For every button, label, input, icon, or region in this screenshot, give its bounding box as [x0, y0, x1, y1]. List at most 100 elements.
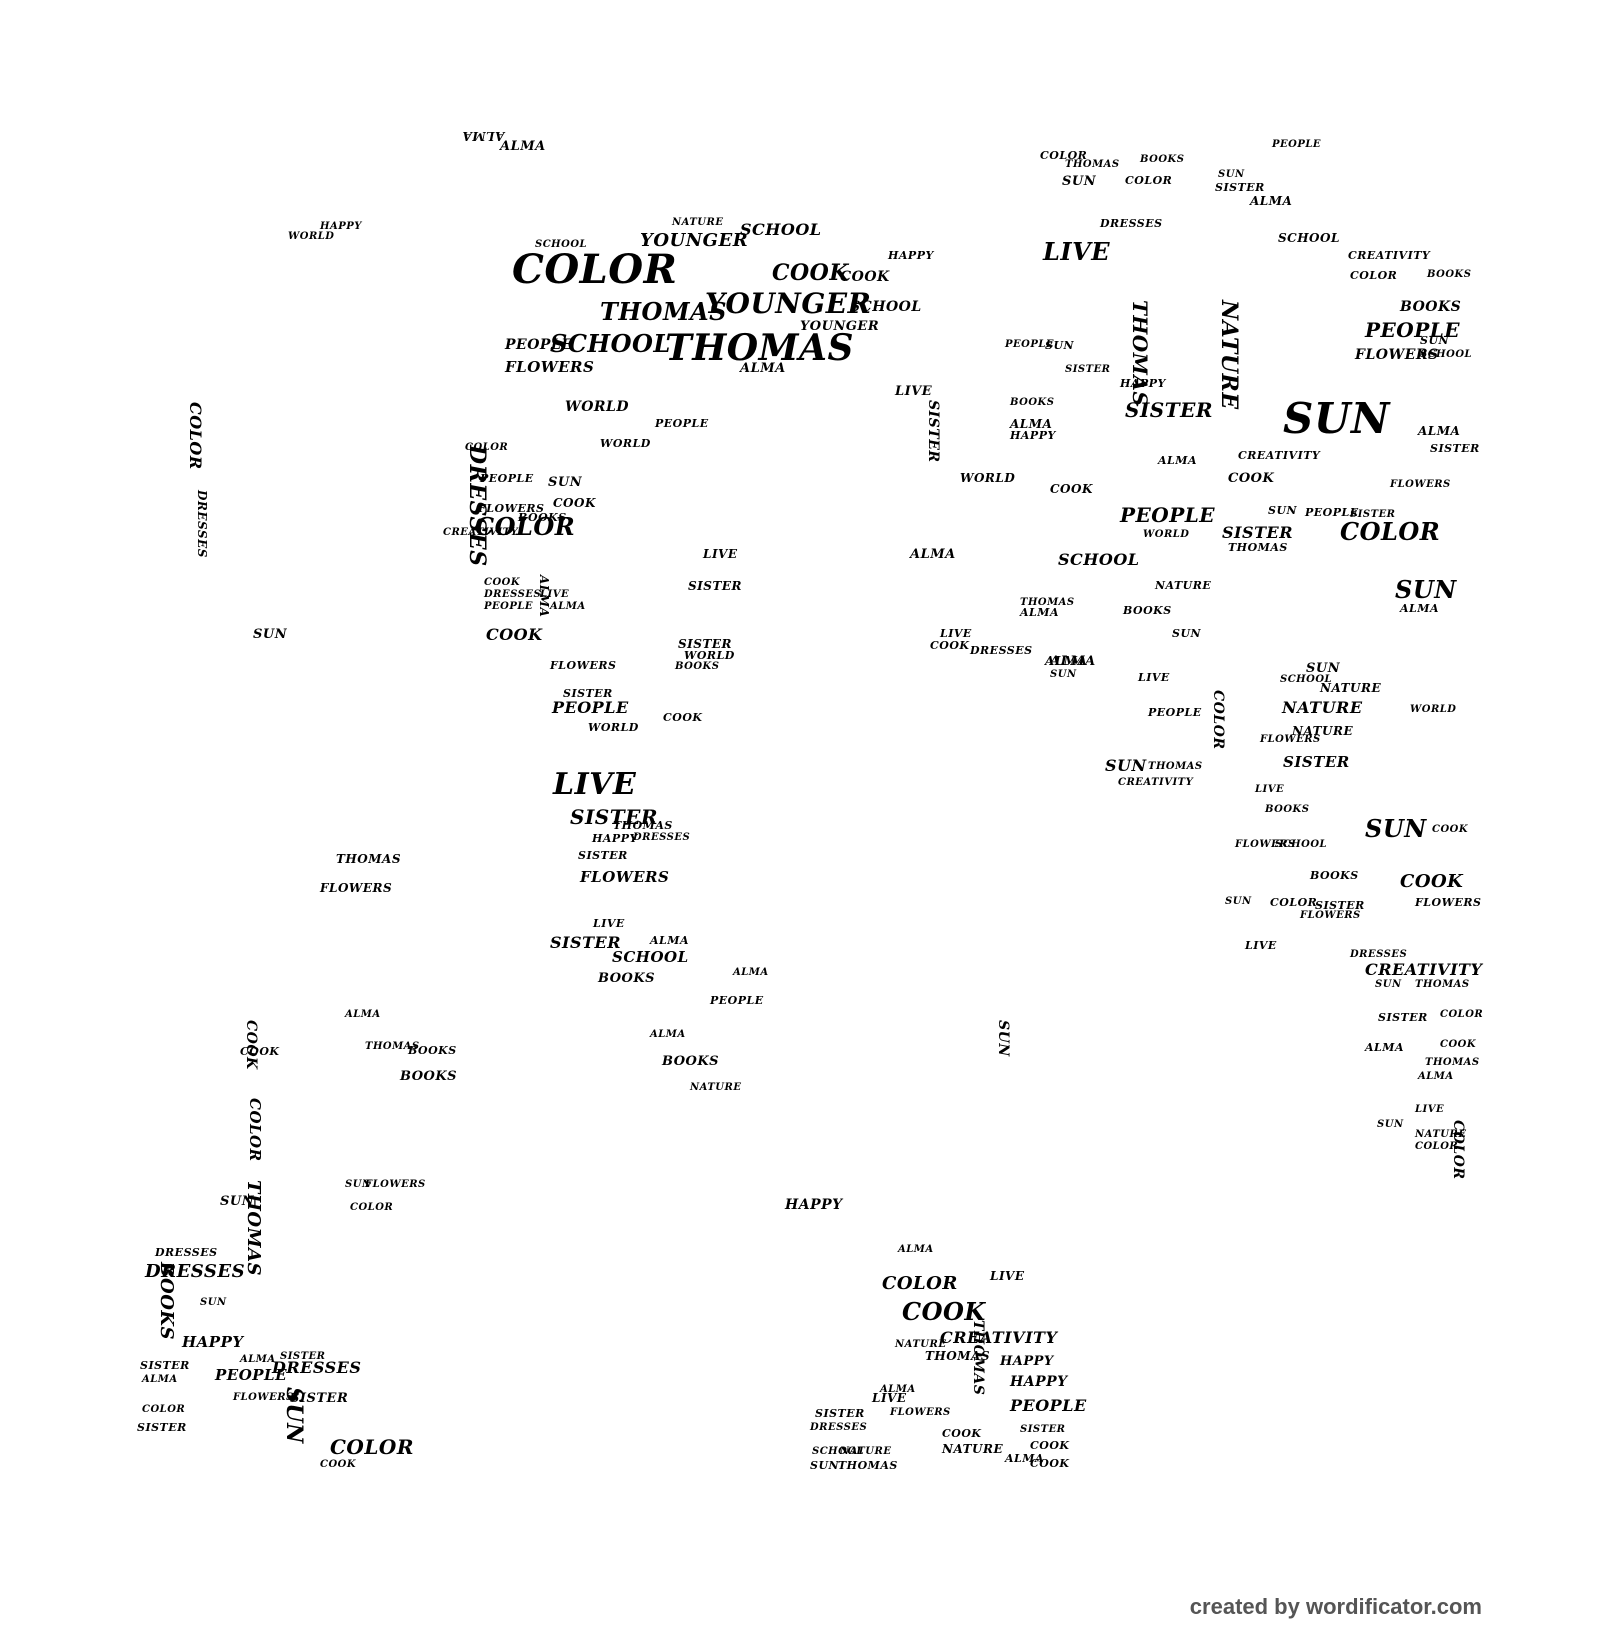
cloud-word: SISTER — [290, 1391, 349, 1406]
cloud-word: THOMAS — [600, 297, 727, 326]
cloud-word: CREATIVITY — [1365, 960, 1483, 979]
cloud-word: ALMA — [550, 601, 586, 612]
cloud-word: WORLD — [600, 437, 651, 450]
cloud-word: COOK — [240, 1045, 280, 1058]
cloud-word: SCHOOL — [1058, 550, 1140, 569]
cloud-word: ALMA — [740, 361, 786, 376]
cloud-word: ALMA — [880, 1384, 916, 1395]
cloud-word: SISTER — [1222, 523, 1293, 542]
cloud-word: COOK — [1432, 824, 1469, 835]
cloud-word: SCHOOL — [535, 239, 588, 250]
cloud-word: FLOWERS — [1415, 896, 1482, 909]
cloud-word: COLOR — [512, 246, 678, 293]
cloud-word: SCHOOL — [1278, 231, 1340, 245]
cloud-word: DRESSES — [272, 1358, 362, 1377]
cloud-word: COLOR — [1340, 517, 1441, 546]
cloud-word: COLOR — [1440, 1009, 1484, 1020]
cloud-word: PEOPLE — [710, 994, 764, 1007]
cloud-word: BOOKS — [1123, 604, 1172, 617]
cloud-word: BOOKS — [662, 1054, 720, 1069]
cloud-word: COOK — [840, 269, 890, 285]
cloud-word: COOK — [1050, 482, 1093, 496]
cloud-word: COLOR — [1040, 149, 1088, 162]
cloud-word: COLOR — [1125, 174, 1173, 187]
cloud-word: SUN — [1225, 896, 1252, 907]
cloud-word: SUN — [200, 1297, 227, 1308]
cloud-word: COLOR — [350, 1202, 394, 1213]
cloud-word-vertical: BOOKS — [156, 1262, 177, 1341]
cloud-word: THOMAS — [925, 1349, 990, 1363]
cloud-word: COOK — [320, 1459, 357, 1470]
cloud-word: BOOKS — [408, 1044, 457, 1057]
cloud-word: CREATIVITY — [443, 527, 519, 538]
cloud-word: FLOWERS — [1355, 347, 1439, 363]
cloud-word: NATURE — [942, 1442, 1004, 1456]
cloud-word: PEOPLE — [1120, 503, 1216, 527]
cloud-word: CREATIVITY — [1348, 249, 1431, 262]
cloud-word: COLOR — [142, 1404, 186, 1415]
cloud-word: BOOKS — [1427, 269, 1472, 280]
cloud-word: ALMA — [142, 1374, 178, 1385]
cloud-word: DRESSES — [1350, 949, 1408, 960]
cloud-word: COLOR — [475, 512, 576, 541]
cloud-word: ALMA — [1418, 1071, 1454, 1082]
cloud-word: SISTER — [1125, 398, 1213, 422]
cloud-word: HAPPY — [592, 832, 638, 845]
cloud-word: PEOPLE — [484, 601, 534, 612]
cloud-word: ALMA — [500, 139, 546, 154]
cloud-word: CREATIVITY — [940, 1328, 1058, 1347]
cloud-word: LIVE — [540, 589, 570, 600]
cloud-word-vertical: ALMA — [462, 129, 505, 143]
cloud-word: THOMAS — [613, 819, 673, 832]
cloud-word-vertical: SISTER — [925, 400, 941, 463]
cloud-word: ALMA — [1020, 606, 1059, 619]
cloud-word: SISTER — [678, 637, 732, 651]
cloud-word: BOOKS — [1400, 299, 1462, 315]
cloud-word: LIVE — [940, 627, 972, 640]
cloud-word: THOMAS — [1065, 159, 1120, 170]
cloud-word: NATURE — [672, 217, 724, 228]
cloud-word: WORLD — [288, 231, 335, 242]
cloud-word: WORLD — [684, 649, 735, 662]
cloud-word: YOUNGER — [640, 230, 749, 251]
cloud-word: COOK — [772, 260, 849, 286]
cloud-word: DRESSES — [633, 832, 691, 843]
cloud-word: ALMA — [1050, 654, 1096, 669]
cloud-word: COLOR — [330, 1435, 414, 1459]
cloud-word: SUN — [548, 475, 583, 490]
cloud-word: HAPPY — [888, 249, 934, 262]
cloud-word: SUN — [1218, 169, 1245, 180]
cloud-word: SCHOOL — [740, 220, 822, 239]
cloud-word-vertical: NATURE — [1216, 300, 1242, 410]
cloud-word-vertical: COLOR — [1210, 690, 1226, 750]
cloud-word: THOMAS — [1020, 597, 1075, 608]
cloud-word: NATURE — [1155, 579, 1212, 592]
cloud-word: SISTER — [563, 687, 613, 700]
cloud-word: SUN — [345, 1179, 372, 1190]
cloud-word: COOK — [1228, 471, 1275, 486]
cloud-word-vertical: THOMAS — [1128, 300, 1152, 407]
cloud-word: SUN — [1377, 1119, 1404, 1130]
cloud-word: PEOPLE — [1010, 1396, 1087, 1415]
cloud-word: LIVE — [872, 1391, 907, 1405]
cloud-word: PEOPLE — [1005, 339, 1055, 350]
cloud-word: HAPPY — [785, 1197, 843, 1213]
cloud-word: DRESSES — [1100, 217, 1163, 230]
cloud-word: LIVE — [895, 384, 933, 399]
cloud-word: THOMAS — [336, 852, 401, 866]
cloud-word: ALMA — [1418, 424, 1461, 438]
cloud-word: NATURE — [690, 1082, 742, 1093]
cloud-word: SUN — [810, 1459, 840, 1472]
cloud-word: COLOR — [1350, 269, 1398, 282]
cloud-word: FLOWERS — [505, 358, 595, 376]
cloud-word: ALMA — [1400, 602, 1439, 615]
cloud-word: SUN — [1283, 394, 1390, 443]
cloud-word: COOK — [1400, 871, 1464, 892]
cloud-word: SISTER — [815, 1407, 865, 1420]
cloud-word: SCHOOL — [850, 299, 922, 315]
cloud-word: SISTER — [1430, 442, 1480, 455]
cloud-word: LIVE — [1415, 1104, 1445, 1115]
cloud-word: HAPPY — [1010, 1374, 1068, 1390]
cloud-word: SUN — [1395, 575, 1457, 604]
